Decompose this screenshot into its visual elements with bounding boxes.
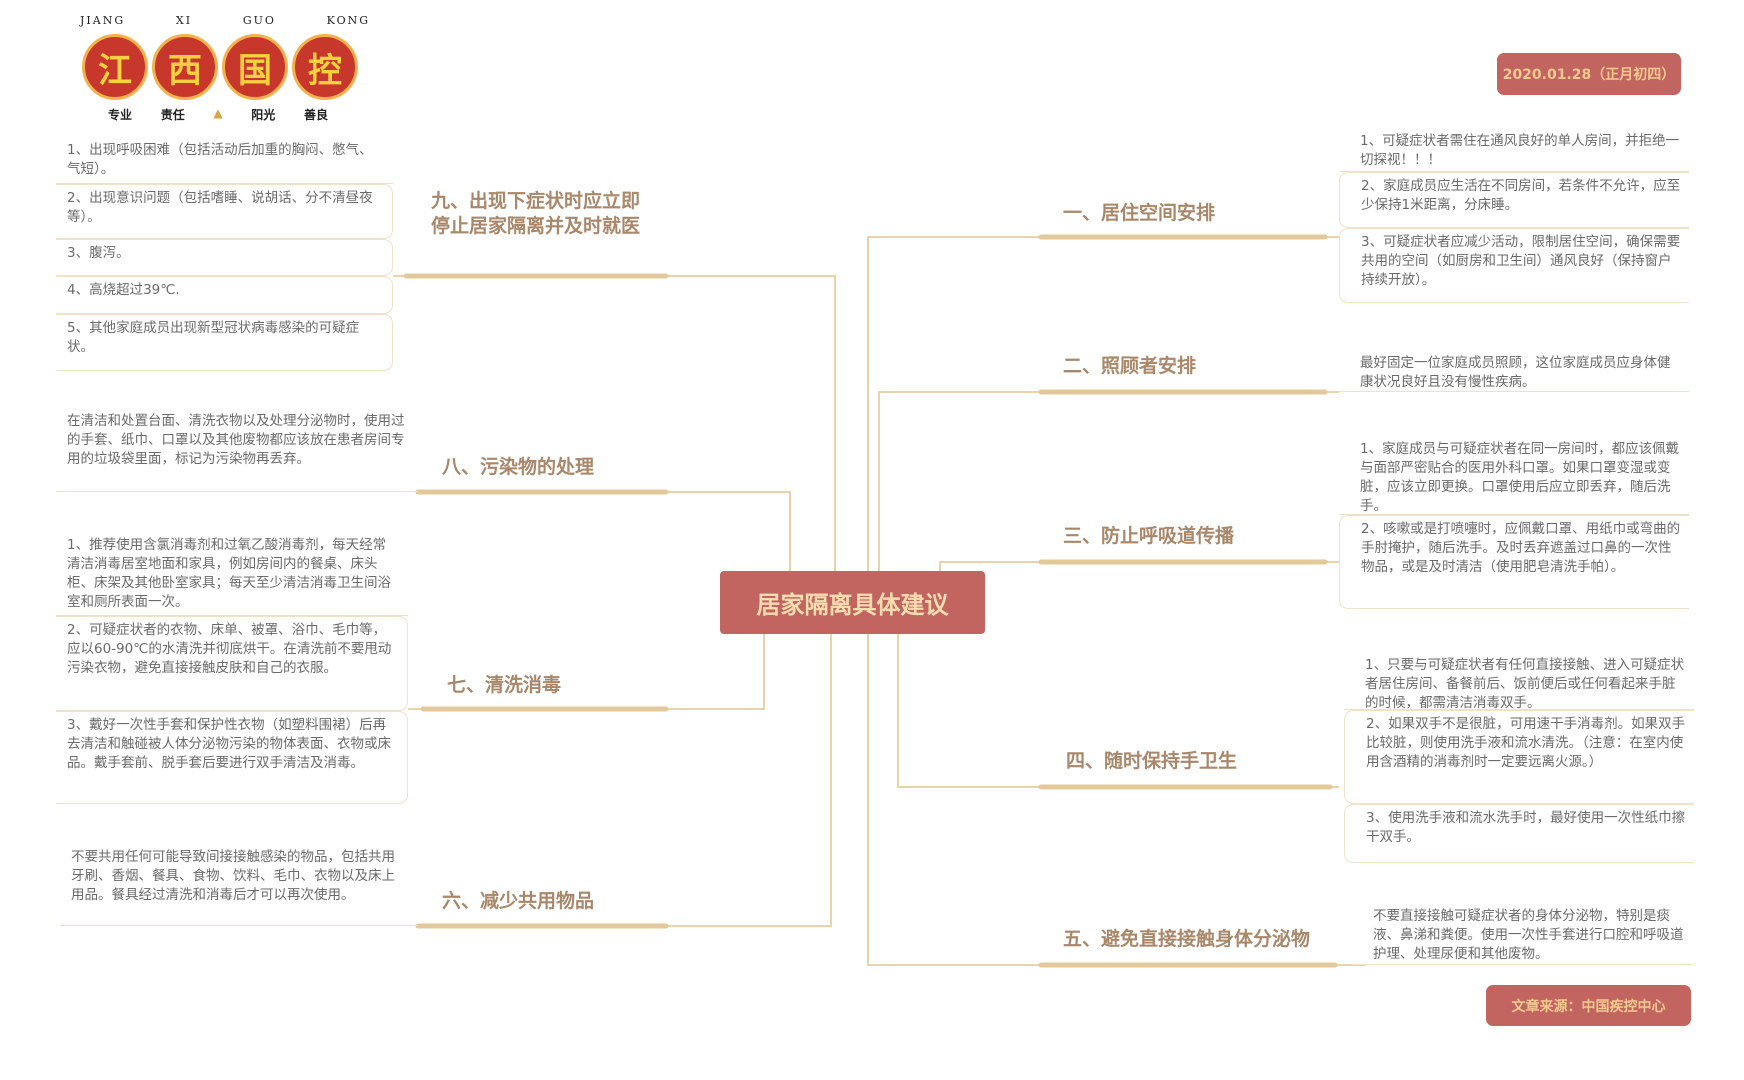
- logo-circle: 国: [222, 34, 288, 100]
- branch-item: 2、可疑症状者的衣物、床单、被罩、浴巾、毛巾等，应以60-90℃的水清洗并彻底烘…: [56, 616, 408, 711]
- branch-item: 不要直接接触可疑症状者的身体分泌物，特别是痰液、鼻涕和粪便。使用一次性手套进行口…: [1352, 903, 1692, 965]
- branch-item: 1、出现呼吸困难（包括活动后加重的胸闷、憋气、气短）。: [56, 137, 393, 184]
- source-badge: 文章来源：中国疾控中心: [1486, 985, 1691, 1026]
- branch-heading-hand-hygiene[interactable]: 四、随时保持手卫生: [1066, 750, 1238, 772]
- logo-circle: 江: [82, 34, 148, 100]
- branch-item: 2、出现意识问题（包括嗜睡、说胡话、分不清昼夜等）。: [56, 184, 393, 239]
- connector-b9: [666, 275, 836, 571]
- date-badge: 2020.01.28（正月初四）: [1497, 53, 1681, 95]
- connector-b3: [939, 561, 1041, 571]
- branch-heading-disinfection[interactable]: 七、清洗消毒: [447, 674, 562, 696]
- branch-item: 在清洁和处置台面、清洗衣物以及处理分泌物时，使用过的手套、纸巾、口罩以及其他废物…: [56, 408, 418, 492]
- branch-item: 2、如果双手不是很脏，可用速干手消毒剂。如果双手比较脏，则使用洗手液和流水清洗。…: [1344, 710, 1694, 804]
- connector-b4: [897, 634, 1041, 788]
- central-topic[interactable]: 居家隔离具体建议: [720, 571, 985, 634]
- branch-item: 3、可疑症状者应减少活动，限制居住空间，确保需要共用的空间（如厨房和卫生间）通风…: [1339, 228, 1689, 303]
- branch-heading-shared-items[interactable]: 六、减少共用物品: [442, 890, 595, 912]
- lotus-icon: ▲: [213, 106, 223, 120]
- branch-heading-secretions[interactable]: 五、避免直接接触身体分泌物: [1063, 928, 1311, 950]
- branch-item: 2、家庭成员应生活在不同房间，若条件不允许，应至少保持1米距离，分床睡。: [1339, 172, 1689, 228]
- connector-b7: [666, 634, 765, 710]
- branch-heading-caregiver[interactable]: 二、照顾者安排: [1063, 355, 1197, 377]
- branch-item: 3、戴好一次性手套和保护性衣物（如塑料围裙）后再去清洁和触碰被人体分泌物污染的物…: [56, 711, 408, 804]
- branch-item: 5、其他家庭成员出现新型冠状病毒感染的可疑症状。: [56, 314, 393, 371]
- connector-b6: [666, 634, 832, 927]
- logo-circle: 控: [292, 34, 358, 100]
- branch-item: 1、推荐使用含氯消毒剂和过氧乙酸消毒剂，每天经常清洁消毒居室地面和家具，例如房间…: [56, 532, 408, 616]
- logo-pinyin: JIANG XI GUO KONG: [80, 14, 370, 27]
- connector-b1: [867, 236, 1041, 571]
- branch-item: 4、高烧超过39℃.: [56, 276, 393, 314]
- branch-heading-living-space[interactable]: 一、居住空间安排: [1063, 202, 1216, 224]
- branch-item: 不要共用任何可能导致间接接触感染的物品，包括共用牙刷、香烟、餐具、食物、饮料、毛…: [60, 844, 418, 926]
- branch-heading-seek-medical[interactable]: 九、出现下症状时应立即 停止居家隔离并及时就医: [431, 190, 641, 237]
- branch-item: 1、只要与可疑症状者有任何直接接触、进入可疑症状者居住房间、备餐前后、饭前便后或…: [1344, 652, 1694, 711]
- connector-b5: [867, 634, 1041, 966]
- branch-item: 3、腹泻。: [56, 239, 393, 276]
- connector-b8: [666, 491, 791, 571]
- branch-heading-respiratory[interactable]: 三、防止呼吸道传播: [1063, 525, 1235, 547]
- connector-b2: [878, 391, 1041, 571]
- branch-item: 3、使用洗手液和流水洗手时，最好使用一次性纸巾擦干双手。: [1344, 804, 1694, 863]
- branch-item: 2、咳嗽或是打喷嚏时，应佩戴口罩、用纸巾或弯曲的手肘掩护，随后洗手。及时丢弃遮盖…: [1339, 515, 1689, 609]
- logo-circle: 西: [152, 34, 218, 100]
- logo-slogan: 专业 责任 ▲ 阳光 善良: [108, 106, 328, 122]
- branch-heading-waste[interactable]: 八、污染物的处理: [442, 456, 595, 478]
- branch-item: 1、可疑症状者需住在通风良好的单人房间，并拒绝一切探视！！！: [1339, 128, 1689, 172]
- branch-item: 最好固定一位家庭成员照顾，这位家庭成员应身体健康状况良好且没有慢性疾病。: [1339, 350, 1689, 392]
- branch-item: 1、家庭成员与可疑症状者在同一房间时，都应该佩戴与面部严密贴合的医用外科口罩。如…: [1339, 436, 1689, 515]
